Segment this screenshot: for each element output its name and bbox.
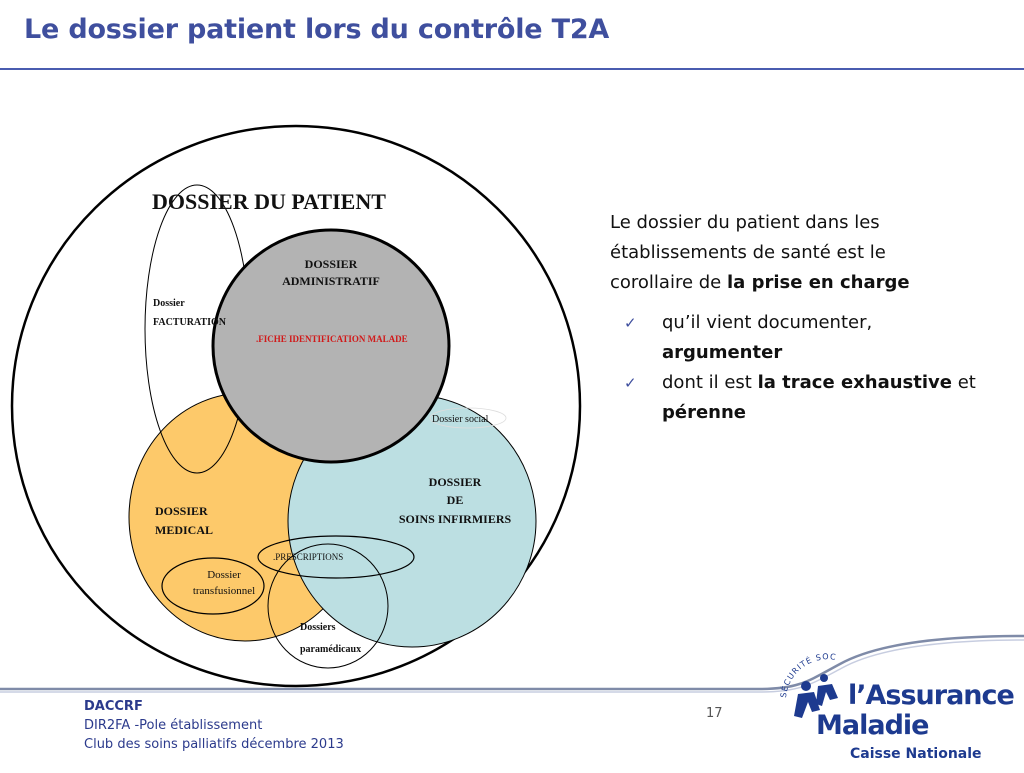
footer-info: DACCRF DIR2FA -Pole établissement Club d…	[84, 697, 344, 754]
checkmark-icon: ✓	[624, 374, 637, 392]
admin-label-line1: DOSSIER	[305, 257, 358, 271]
footer-line-2: DIR2FA -Pole établissement	[84, 718, 263, 733]
paramedical-label-line1: Dossiers	[300, 622, 336, 633]
social-record-label: Dossier social	[432, 414, 489, 425]
logo-emblem-icon: SÉCURITÉ SOCIALE	[757, 629, 838, 718]
bullet-1-text: qu’il vient documenter,	[662, 312, 873, 333]
bullet-item-2: ✓ dont il est la trace exhaustive et pér…	[610, 368, 1010, 428]
logo-brand-line2: Maladie	[816, 710, 929, 741]
patient-record-outer-circle	[10, 124, 582, 688]
intro-line-3: corollaire de	[610, 272, 727, 293]
footer-curve-rule	[0, 634, 1024, 691]
paramedical-label-line2: paramédicaux	[300, 644, 361, 655]
bullet-2-bold: la trace exhaustive	[757, 372, 952, 393]
social-record-ellipse	[429, 407, 507, 429]
nursing-label-line1: DOSSIER	[429, 475, 482, 489]
intro-bold: la prise en charge	[726, 272, 910, 293]
page-number: 17	[706, 706, 723, 721]
patient-id-sheet-label: .FICHE IDENTIFICATION MALADE	[256, 334, 408, 344]
intro-line-1: Le dossier du patient dans les	[610, 212, 880, 233]
prescriptions-label: .PRESCRIPTIONS	[273, 552, 343, 562]
billing-label-line2: FACTURATION	[153, 317, 227, 328]
explanatory-text: Le dossier du patient dans les établisse…	[610, 208, 1010, 428]
footer-org: DACCRF	[84, 699, 143, 714]
intro-line-2: établissements de santé est le	[610, 242, 886, 263]
title-divider	[0, 68, 1024, 70]
footer-curve-rule-inner	[0, 639, 1024, 693]
bullet-list: ✓ qu’il vient documenter, argumenter ✓ d…	[610, 308, 1010, 428]
bullet-item-1: ✓ qu’il vient documenter, argumenter	[610, 308, 1010, 368]
slide-title: Le dossier patient lors du contrôle T2A	[24, 14, 610, 45]
bullet-1-bold: argumenter	[662, 342, 783, 363]
transfusion-record-ellipse	[161, 557, 265, 615]
footer-line-3: Club des soins palliatifs décembre 2013	[84, 737, 344, 752]
transfusion-label-line2: transfusionnel	[193, 585, 255, 597]
billing-label-line1: Dossier	[153, 298, 185, 309]
paramedical-record-circle	[267, 543, 389, 669]
logo-subtitle: Caisse Nationale	[850, 746, 982, 762]
medical-label-line1: DOSSIER	[155, 504, 208, 518]
admin-label-line2: ADMINISTRATIF	[282, 274, 380, 288]
checkmark-icon: ✓	[624, 314, 637, 332]
transfusion-label-line1: Dossier	[207, 569, 241, 581]
prescriptions-ellipse	[257, 535, 415, 579]
nursing-label-line2: DE	[447, 493, 464, 507]
bullet-2-text: dont il est	[662, 372, 758, 393]
bullet-2-post: et	[951, 372, 976, 393]
intro-paragraph: Le dossier du patient dans les établisse…	[610, 208, 1010, 298]
administrative-record-circle	[211, 228, 451, 464]
logo-brand-line1: l’Assurance	[848, 680, 1015, 711]
assurance-maladie-logo: SÉCURITÉ SOCIALE l’Assurance Maladie Cai…	[757, 629, 1024, 768]
nursing-label-line3: SOINS INFIRMIERS	[399, 512, 512, 526]
bullet-2-bold-2: pérenne	[662, 402, 747, 423]
medical-label-line2: MEDICAL	[155, 523, 213, 537]
diagram-main-title: DOSSIER DU PATIENT	[152, 189, 386, 214]
